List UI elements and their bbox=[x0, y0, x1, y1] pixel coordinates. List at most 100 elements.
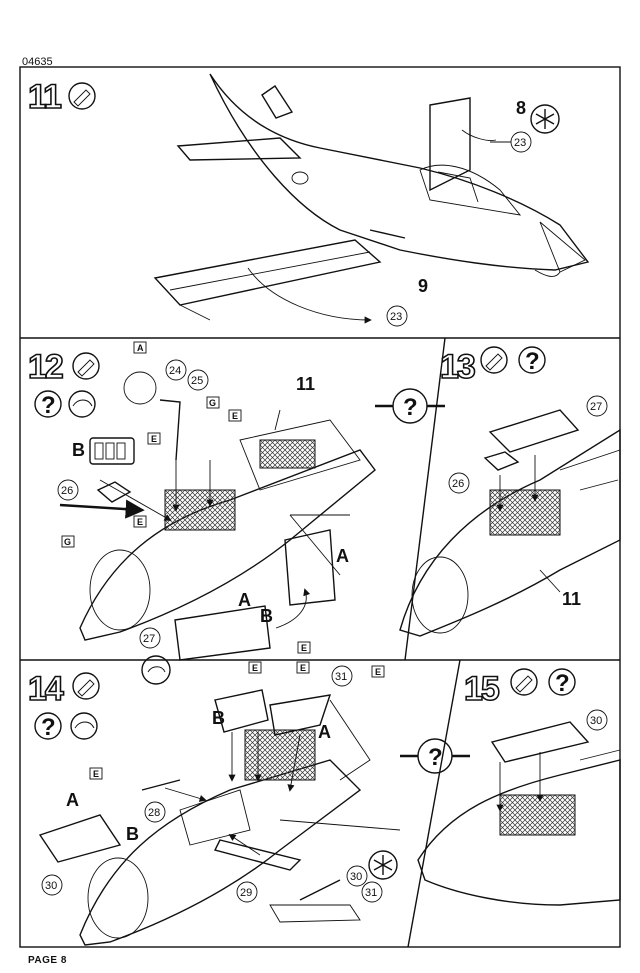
part-24-drawing bbox=[123, 371, 157, 405]
question-icon: ? bbox=[548, 668, 576, 697]
part-28: 28 bbox=[148, 807, 160, 819]
svg-text:?: ? bbox=[428, 744, 443, 771]
cement-tube-icon bbox=[72, 352, 100, 380]
part-b-seat-drawing bbox=[214, 689, 269, 733]
tag-e-icon: E bbox=[147, 432, 161, 445]
part-23-b: 23 bbox=[390, 311, 402, 323]
svg-text:?: ? bbox=[525, 348, 540, 375]
part-26-drawing bbox=[96, 481, 132, 503]
svg-text:E: E bbox=[301, 643, 307, 653]
instrument-panel-part bbox=[89, 437, 135, 465]
tag-e-icon: E bbox=[89, 767, 103, 780]
part-11: 11 bbox=[296, 374, 315, 394]
svg-text:E: E bbox=[375, 667, 381, 677]
step-number-12: 12 bbox=[28, 348, 63, 386]
cement-tube-icon bbox=[72, 672, 100, 700]
decal-icon bbox=[70, 712, 98, 740]
step-number-13: 13 bbox=[440, 348, 475, 386]
part-26: 26 bbox=[61, 485, 73, 497]
part-31: 31 bbox=[335, 671, 347, 683]
part-25: 25 bbox=[191, 375, 203, 387]
aircraft-fuselage-14 bbox=[79, 699, 401, 946]
aircraft-fuselage-13 bbox=[399, 428, 621, 637]
part-27: 27 bbox=[590, 401, 602, 413]
part-11: 11 bbox=[562, 589, 581, 609]
part-26: 26 bbox=[452, 478, 464, 490]
page-number: PAGE 8 bbox=[28, 955, 67, 966]
tag-e-icon: E bbox=[228, 409, 242, 422]
decal-icon bbox=[141, 655, 171, 685]
part-27-drawing bbox=[174, 605, 271, 661]
label-a: A bbox=[336, 546, 349, 566]
cement-tube-icon bbox=[68, 82, 96, 110]
question-icon: ? bbox=[34, 390, 62, 419]
svg-text:E: E bbox=[300, 663, 306, 673]
cement-tube-icon bbox=[480, 346, 508, 374]
tag-e-icon: E bbox=[297, 641, 311, 654]
step-number-11: 11 bbox=[28, 78, 61, 116]
step-14: 14 ? ? bbox=[27, 661, 470, 946]
step-15: 15 ? 30 bbox=[417, 668, 621, 906]
label-b: B bbox=[72, 440, 85, 460]
part-30: 30 bbox=[590, 715, 602, 727]
part-27: 27 bbox=[143, 633, 155, 645]
step-12: 12 ? ? bbox=[27, 341, 445, 685]
part-25-drawing bbox=[159, 399, 181, 461]
part-29: 29 bbox=[240, 887, 252, 899]
aircraft-fuselage-15 bbox=[417, 749, 621, 906]
svg-text:E: E bbox=[252, 663, 258, 673]
divider-step14-15 bbox=[407, 659, 461, 948]
step-number-14: 14 bbox=[28, 670, 64, 708]
glue-drop-icon bbox=[510, 668, 538, 696]
svg-text:A: A bbox=[137, 343, 144, 353]
part-23-a: 23 bbox=[514, 137, 526, 149]
label-a-2: A bbox=[238, 590, 251, 610]
question-icon: ? bbox=[375, 388, 445, 424]
part-30-drawing bbox=[38, 814, 122, 863]
part-31-drawing bbox=[269, 694, 332, 736]
part-9: 9 bbox=[418, 276, 428, 296]
question-icon: ? bbox=[400, 738, 470, 774]
svg-text:G: G bbox=[64, 537, 71, 547]
part-8: 8 bbox=[516, 98, 526, 118]
svg-text:E: E bbox=[232, 411, 238, 421]
asterisk-icon bbox=[530, 104, 560, 134]
label-b-2: B bbox=[260, 606, 273, 626]
question-icon: ? bbox=[518, 346, 546, 375]
part-30-canopy-drawing bbox=[490, 721, 590, 763]
part-28-drawing bbox=[141, 779, 181, 791]
svg-text:?: ? bbox=[555, 670, 570, 697]
part-27-drawing bbox=[488, 409, 580, 453]
svg-text:?: ? bbox=[41, 392, 56, 419]
decal-icon bbox=[68, 390, 96, 418]
wing-part-9 bbox=[153, 239, 382, 321]
part-24: 24 bbox=[169, 365, 181, 377]
step-number-15: 15 bbox=[464, 670, 499, 708]
aircraft-fuselage-12 bbox=[79, 409, 376, 641]
step-11: 11 8 23 bbox=[27, 73, 590, 327]
tag-a-icon: A bbox=[133, 341, 147, 354]
label-a-2: A bbox=[66, 790, 79, 810]
tag-g-icon: G bbox=[206, 396, 220, 409]
part-30: 30 bbox=[45, 880, 57, 892]
part-30-b: 30 bbox=[350, 871, 362, 883]
step-13: 13 ? 27 26 11 bbox=[399, 346, 621, 637]
aircraft-fuselage-11 bbox=[176, 73, 590, 277]
tag-e-icon: E bbox=[296, 661, 310, 674]
tag-g-icon: G bbox=[61, 535, 75, 548]
label-b-2: B bbox=[126, 824, 139, 844]
part-29-drawing bbox=[213, 839, 302, 871]
svg-text:E: E bbox=[151, 434, 157, 444]
divider-step12-13 bbox=[404, 337, 446, 661]
svg-text:E: E bbox=[137, 517, 143, 527]
label-a: A bbox=[318, 722, 331, 742]
kit-code: 04635 bbox=[22, 56, 53, 68]
tag-e-icon: E bbox=[248, 661, 262, 674]
svg-text:?: ? bbox=[41, 714, 56, 741]
tag-e-icon: E bbox=[133, 515, 147, 528]
question-icon: ? bbox=[34, 712, 62, 741]
label-b: B bbox=[212, 708, 225, 728]
asterisk-icon bbox=[368, 850, 398, 880]
svg-text:E: E bbox=[93, 769, 99, 779]
